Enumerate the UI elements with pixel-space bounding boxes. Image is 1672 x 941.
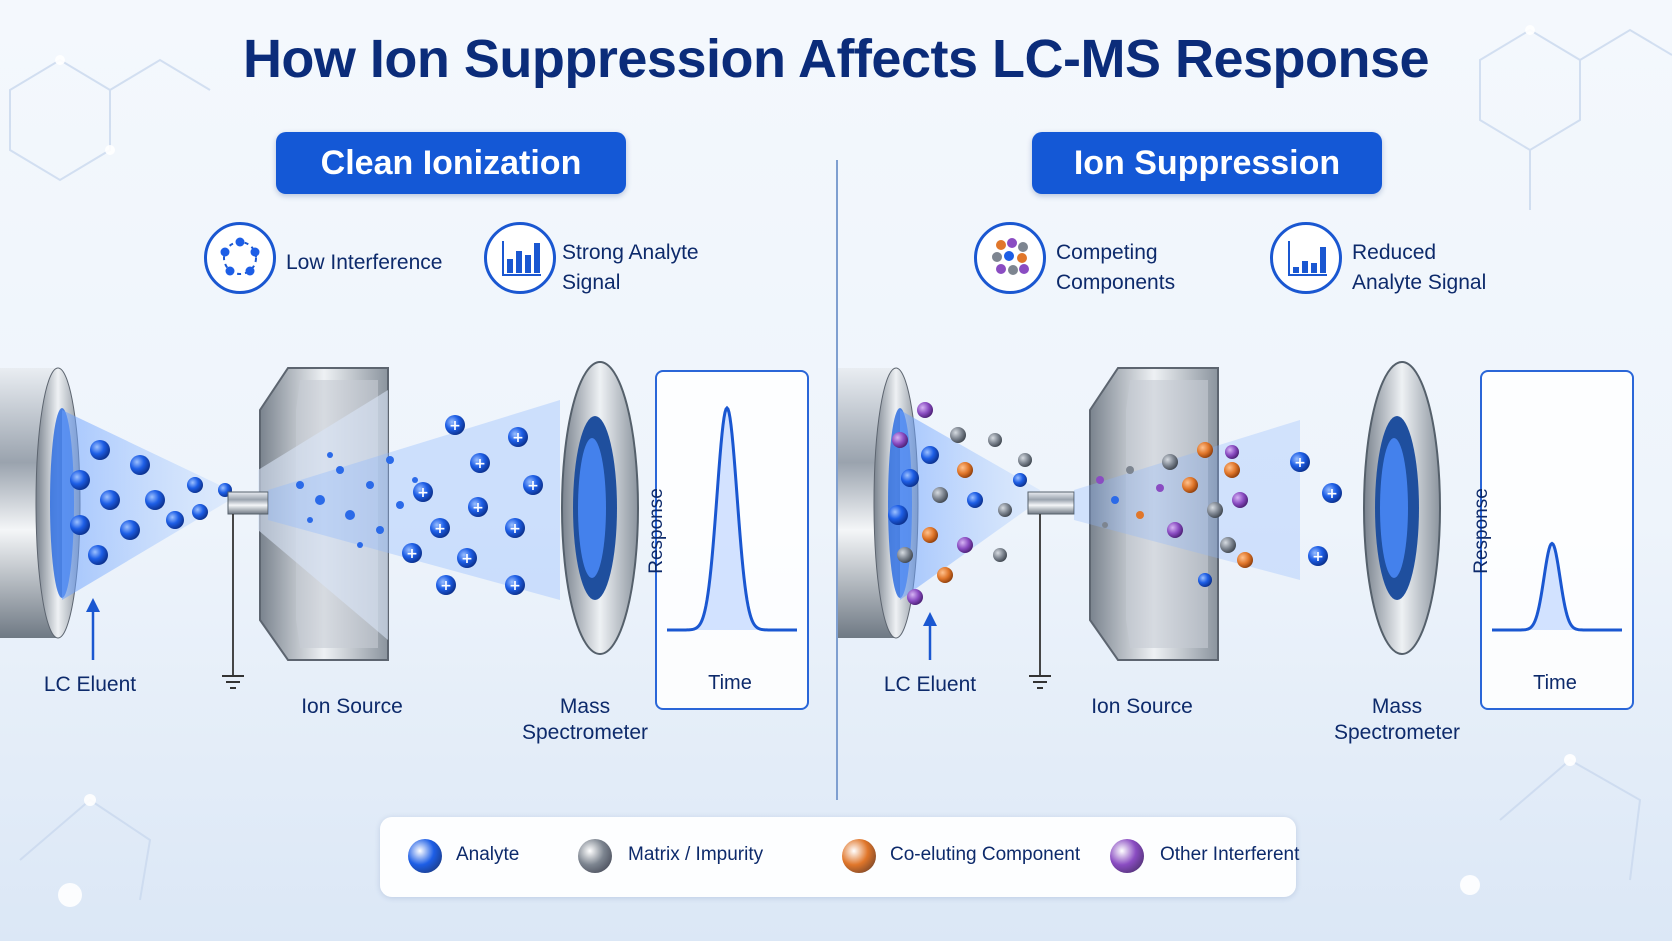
right-ms-line1: Mass <box>1371 695 1423 718</box>
left-lc-eluent-label: LC Eluent <box>43 673 137 696</box>
svg-text:+: + <box>417 485 429 501</box>
low-interference-icon <box>204 222 276 294</box>
competing-components-text: Competing Components <box>1056 238 1236 298</box>
svg-text:+: + <box>406 546 418 562</box>
svg-text:+: + <box>434 521 446 537</box>
svg-text:+: + <box>509 578 521 594</box>
svg-text:+: + <box>1312 549 1324 565</box>
legend: Analyte Matrix / Impurity Co-eluting Com… <box>380 817 1300 897</box>
right-mass-spectrometer <box>1363 361 1441 655</box>
left-ion-source <box>222 367 389 689</box>
svg-text:+: + <box>472 500 484 516</box>
reduced-line1: Reduced <box>1352 241 1437 264</box>
svg-text:+: + <box>461 551 473 567</box>
svg-text:+: + <box>440 578 452 594</box>
ion-suppression-label: Ion Suppression <box>1032 132 1382 194</box>
legend-label: Matrix / Impurity <box>628 844 764 865</box>
right-eluent-mixture <box>888 402 1032 605</box>
strong-signal-line2: Signal <box>562 271 621 294</box>
low-interference-text: Low Interference <box>286 251 443 274</box>
panel-divider <box>836 160 838 800</box>
competing-components-icon <box>974 222 1046 294</box>
legend-dot <box>578 839 612 873</box>
legend-label: Co-eluting Component <box>890 844 1081 865</box>
reduced-signal-text: Reduced Analyte Signal <box>1352 238 1532 298</box>
legend-label: Other Interferent <box>1160 844 1300 865</box>
strong-signal-icon <box>484 222 556 294</box>
left-peak-line <box>667 405 797 632</box>
strong-signal-line1: Strong Analyte <box>562 241 699 264</box>
legend-dot <box>1110 839 1144 873</box>
right-response-chart <box>1480 370 1634 710</box>
left-peak-fill <box>667 408 797 630</box>
svg-text:+: + <box>474 456 486 472</box>
left-ion-source-label: Ion Source <box>301 695 403 718</box>
left-ms-line2: Spectrometer <box>521 721 649 744</box>
svg-text:+: + <box>1326 486 1338 502</box>
left-ms-label: Mass Spectrometer <box>510 694 660 746</box>
legend-dot <box>408 839 442 873</box>
legend-dot <box>842 839 876 873</box>
right-x-axis-label: Time <box>1533 672 1577 694</box>
reduced-line2: Analyte Signal <box>1352 271 1487 294</box>
right-peak-fill <box>1492 543 1622 630</box>
right-analyte-ions: + + + <box>1290 452 1342 566</box>
right-spray-mixture <box>1096 442 1253 587</box>
strong-signal-text: Strong Analyte Signal <box>562 238 742 298</box>
svg-text:+: + <box>449 418 461 434</box>
right-ms-label: Mass Spectrometer <box>1322 694 1472 746</box>
right-ms-line2: Spectrometer <box>1333 721 1461 744</box>
right-lc-eluent-arrow <box>923 612 937 660</box>
right-lc-eluent-label: LC Eluent <box>883 673 977 696</box>
left-response-chart <box>655 370 809 710</box>
right-y-axis-label: Response <box>1471 488 1492 574</box>
svg-text:+: + <box>512 430 524 446</box>
left-ms-line1: Mass <box>559 695 611 718</box>
left-eluent-analytes <box>70 440 232 565</box>
right-ion-source <box>1027 367 1219 689</box>
clean-ionization-label: Clean Ionization <box>276 132 626 194</box>
right-peak-line <box>1492 541 1622 632</box>
right-ion-source-label: Ion Source <box>1091 695 1193 718</box>
left-lc-eluent-arrow <box>86 598 100 660</box>
left-mass-spectrometer <box>561 361 639 655</box>
svg-text:+: + <box>509 521 521 537</box>
svg-text:+: + <box>1294 455 1306 471</box>
left-y-axis-label: Response <box>646 488 667 574</box>
svg-text:+: + <box>527 478 539 494</box>
left-analyte-ions: + + + + + + + + + + + + <box>402 415 543 595</box>
page-title: How Ion Suppression Affects LC-MS Respon… <box>242 29 1430 89</box>
reduced-signal-icon <box>1270 222 1342 294</box>
left-spray-droplets <box>296 452 418 548</box>
left-x-axis-label: Time <box>708 672 752 694</box>
legend-label: Analyte <box>456 844 520 865</box>
competing-line2: Components <box>1056 271 1176 294</box>
competing-line1: Competing <box>1056 241 1158 264</box>
